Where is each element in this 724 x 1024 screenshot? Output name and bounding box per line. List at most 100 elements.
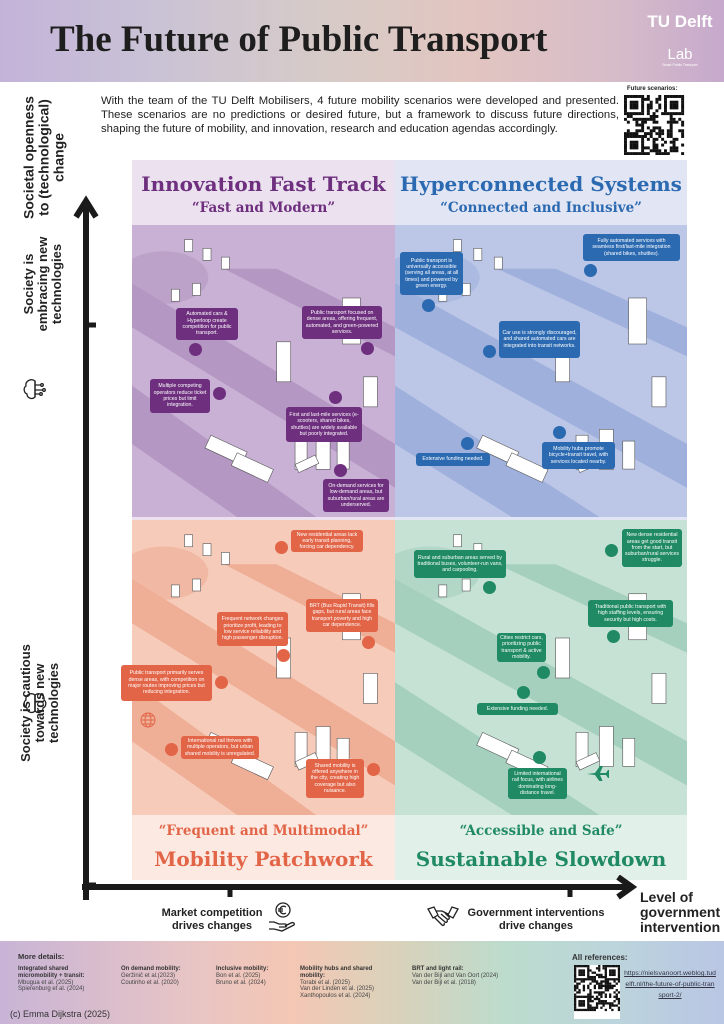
train: [505, 452, 549, 483]
footer-column: On demand mobility:Geržinič et al.(2023)…: [121, 966, 201, 986]
rail-corridor: [395, 682, 600, 815]
building: [628, 297, 647, 345]
x-axis-title: Level of government intervention: [640, 889, 721, 935]
callout: Public transport primarily serves dense …: [121, 665, 212, 701]
callout: Car use is strongly discouraged, and sha…: [499, 321, 580, 358]
callout-marker: [361, 342, 374, 355]
quadrant-title: Mobility Patchwork: [154, 847, 373, 871]
callout: Public transport is universally accessib…: [400, 252, 463, 295]
column-heading: On demand mobility:: [121, 966, 181, 972]
building: [453, 239, 462, 252]
quadrant-title: Innovation Fast Track: [141, 172, 386, 196]
callout: Automated cars & Hyperloop create compet…: [176, 308, 238, 340]
building: [599, 726, 614, 767]
x-axis-arrow: [82, 875, 638, 900]
callout: First and last-mile services (e-scooters…: [286, 407, 362, 442]
quadrant-subtitle: “Frequent and Multimodal”: [158, 823, 369, 839]
callout: Frequent network changes prioritize prof…: [217, 612, 288, 646]
building: [461, 578, 471, 592]
page-title: The Future of Public Transport: [50, 19, 548, 60]
qr-label: Future scenarios:: [627, 86, 678, 92]
callout: Extensive funding needed.: [477, 703, 558, 715]
building: [184, 239, 193, 252]
reference: Van der Linden et al. (2025): [300, 986, 374, 993]
park: [132, 251, 209, 304]
callout-marker: [329, 391, 342, 404]
callout: Public transport focused on dense areas,…: [302, 306, 382, 339]
building: [363, 376, 378, 408]
callout: International rail thrives with multiple…: [181, 736, 259, 759]
y-axis-arrow: [73, 195, 99, 900]
building: [192, 578, 201, 592]
callout-marker: [367, 763, 380, 776]
city-illustration: [132, 225, 395, 517]
copyright: (c) Emma Dijkstra (2025): [10, 1009, 111, 1019]
reference: Spierenburg et al. (2024): [18, 986, 85, 993]
callout: New residential areas lack early transit…: [291, 530, 363, 552]
callout-marker: [483, 345, 496, 358]
building: [461, 283, 471, 296]
footer-column: BRT and light rail:Van der Bijl and Van …: [412, 966, 532, 986]
references-link[interactable]: https://nielsvanoort.weblog.tudelft.nl/t…: [624, 970, 716, 999]
callout-marker: [362, 636, 375, 649]
callout-marker: [275, 541, 288, 554]
footer-column: Mobility hubs and shared mobility:Torabi…: [300, 966, 395, 1000]
callout-marker: [533, 751, 546, 764]
header-banner: [0, 0, 724, 82]
globe-icon: [140, 712, 156, 728]
callout-marker: [553, 426, 566, 439]
road: [395, 579, 687, 786]
callout-marker: [607, 630, 620, 643]
callout: New dense residential areas get good tra…: [622, 529, 682, 567]
quadrant-sustainable-slowdown: “Accessible and Safe” Sustainable Slowdo…: [395, 520, 687, 880]
reference: Mbugua et al. (2025): [18, 979, 74, 986]
building: [453, 534, 462, 548]
building: [363, 673, 378, 704]
logo-subtitle: Smart Public Transport: [662, 63, 698, 67]
callout: On-demand services for low-demand areas,…: [323, 479, 389, 512]
building: [202, 543, 212, 556]
qr-code-scenarios[interactable]: [624, 95, 686, 155]
callout-marker: [483, 581, 496, 594]
callout-marker: [213, 387, 226, 400]
more-details-heading: More details:: [18, 952, 65, 961]
callout-marker: [334, 464, 347, 477]
building: [555, 637, 570, 679]
bus: [575, 752, 601, 771]
callout-marker: [277, 649, 290, 662]
column-heading: Integrated shared micromobility + transi…: [18, 966, 85, 979]
building: [192, 283, 201, 296]
road: [224, 564, 395, 653]
building: [651, 376, 667, 408]
quadrant-subtitle: “Fast and Modern”: [191, 200, 336, 216]
callout: Limited international rail focus, with a…: [508, 768, 567, 799]
building: [221, 552, 230, 565]
logo-lab: Lab: [667, 46, 693, 63]
quadrant-subtitle: “Connected and Inclusive”: [440, 200, 642, 216]
logo-brand: TU Delft: [647, 12, 713, 31]
reference: Torabi et al. (2025): [300, 979, 351, 986]
building: [202, 248, 212, 261]
brain-cautious-icon: [23, 693, 47, 714]
building: [493, 256, 503, 270]
intro-text: With the team of the TU Delft Mobilisers…: [101, 95, 619, 135]
y-axis-title: Societal openness to (technological) cha…: [20, 96, 67, 219]
reference: Bon et al. (2025): [216, 972, 261, 979]
callout-marker: [537, 666, 550, 679]
callout: BRT (Bus Rapid Transit) fills gaps, but …: [306, 599, 378, 632]
callout: Shared mobility is offered anywhere in t…: [306, 759, 364, 798]
callout-marker: [189, 343, 202, 356]
callout-marker: [165, 743, 178, 756]
reference: Bruno et al. (2024): [216, 979, 266, 986]
callout-marker: [584, 264, 597, 277]
callout-marker: [422, 299, 435, 312]
callout: Traditional public transport with high s…: [588, 600, 673, 627]
building: [651, 673, 667, 704]
qr-code-references[interactable]: [574, 965, 620, 1019]
callout-marker: [517, 686, 530, 699]
y-axis-top-label: Society is embracing new technologies: [21, 236, 64, 332]
column-heading: Mobility hubs and shared mobility:: [300, 966, 373, 979]
all-references-heading: All references:: [572, 953, 628, 962]
building: [221, 256, 230, 270]
euro-hand-icon: [269, 902, 295, 932]
